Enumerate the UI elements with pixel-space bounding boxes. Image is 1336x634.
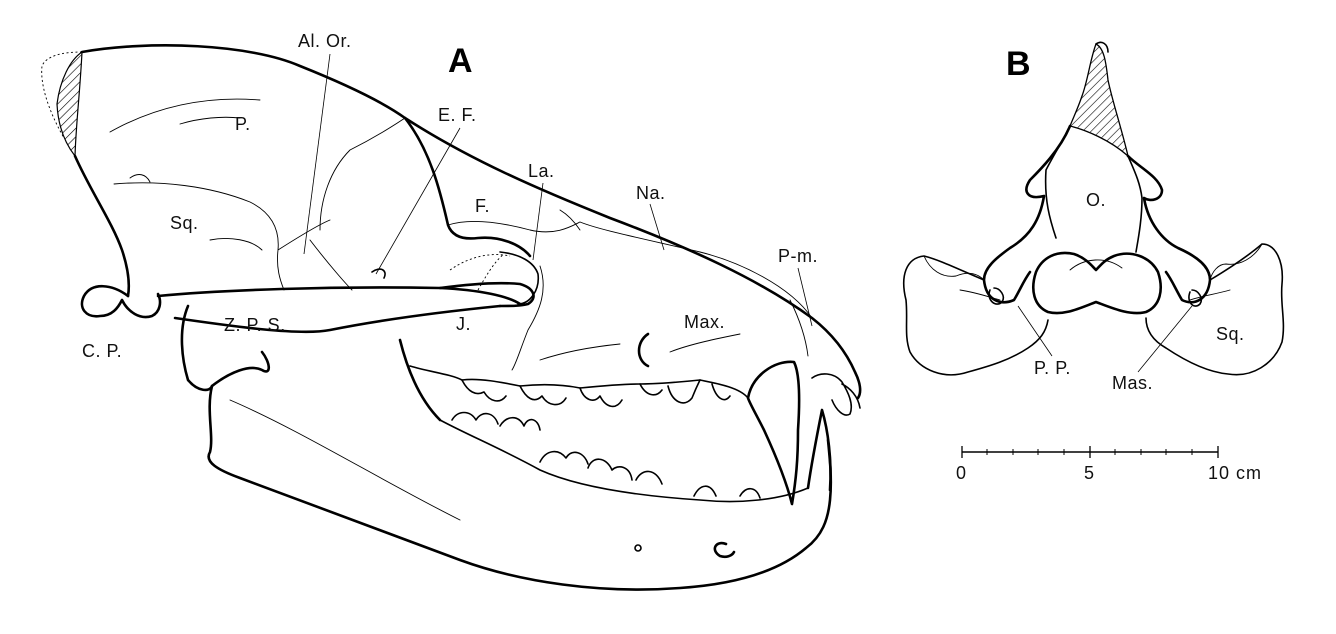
- skull-upper-profile: [80, 44, 862, 400]
- restored-outline: [41, 51, 83, 139]
- label-z-p-s: Z. P. S.: [224, 315, 286, 335]
- panel-b-skull-posterior: [902, 41, 1285, 376]
- label-max: Max.: [684, 312, 725, 332]
- label-la: La.: [528, 161, 555, 181]
- lower-cheek-teeth: [451, 411, 761, 499]
- panel-b-letter: B: [1006, 45, 1031, 83]
- cranial-sutures: [109, 98, 813, 371]
- scale-label-10cm: 10 cm: [1208, 463, 1262, 483]
- broken-surface-hatch: [56, 50, 83, 158]
- incisors: [811, 373, 861, 416]
- panel-a-leaders: [303, 53, 813, 327]
- lacrimal-dotted: [449, 253, 511, 291]
- upper-tooth-row: [409, 365, 749, 399]
- mandible-outline: [180, 304, 833, 591]
- lower-canine: [806, 408, 832, 492]
- upper-cheek-teeth: [461, 379, 731, 408]
- label-f: F.: [475, 196, 490, 216]
- label-mas: Mas.: [1112, 373, 1153, 393]
- scale-bar: [961, 446, 1219, 458]
- scale-label-0: 0: [956, 463, 967, 483]
- label-p-m: P-m.: [778, 246, 818, 266]
- label-c-p: C. P.: [82, 341, 122, 361]
- jugal-swelling: [499, 251, 540, 305]
- label-al-or: Al. Or.: [298, 31, 352, 51]
- label-e-f: E. F.: [438, 105, 477, 125]
- label-p-p: P. P.: [1034, 358, 1071, 378]
- label-o: O.: [1086, 190, 1106, 210]
- ramus-anterior: [210, 338, 442, 422]
- label-na: Na.: [636, 183, 666, 203]
- mental-foramen-2: [634, 544, 642, 552]
- mandible-inner-line: [229, 399, 461, 521]
- panel-b-leaders: [1017, 305, 1193, 373]
- zygomatic-arch: [156, 286, 522, 334]
- temporal-details: [129, 116, 263, 251]
- label-p: P.: [235, 114, 251, 134]
- orbit-rim: [403, 116, 532, 258]
- upper-canine: [746, 360, 801, 506]
- ethmoid-foramen-mark: [371, 268, 386, 279]
- occipital-outline: [73, 154, 131, 298]
- scale-label-5: 5: [1084, 463, 1095, 483]
- label-sq-b: Sq.: [1216, 324, 1245, 344]
- label-sq-a: Sq.: [170, 213, 199, 233]
- lower-tooth-row: [439, 419, 809, 503]
- panel-a-letter: A: [448, 42, 473, 80]
- infraorbital-foramen: [637, 332, 650, 368]
- label-j: J.: [456, 314, 471, 334]
- mental-foramen-1: [713, 541, 736, 559]
- jugal-anterior: [438, 281, 535, 308]
- condylar-process: [80, 284, 162, 319]
- panel-a-skull-lateral: [41, 44, 862, 591]
